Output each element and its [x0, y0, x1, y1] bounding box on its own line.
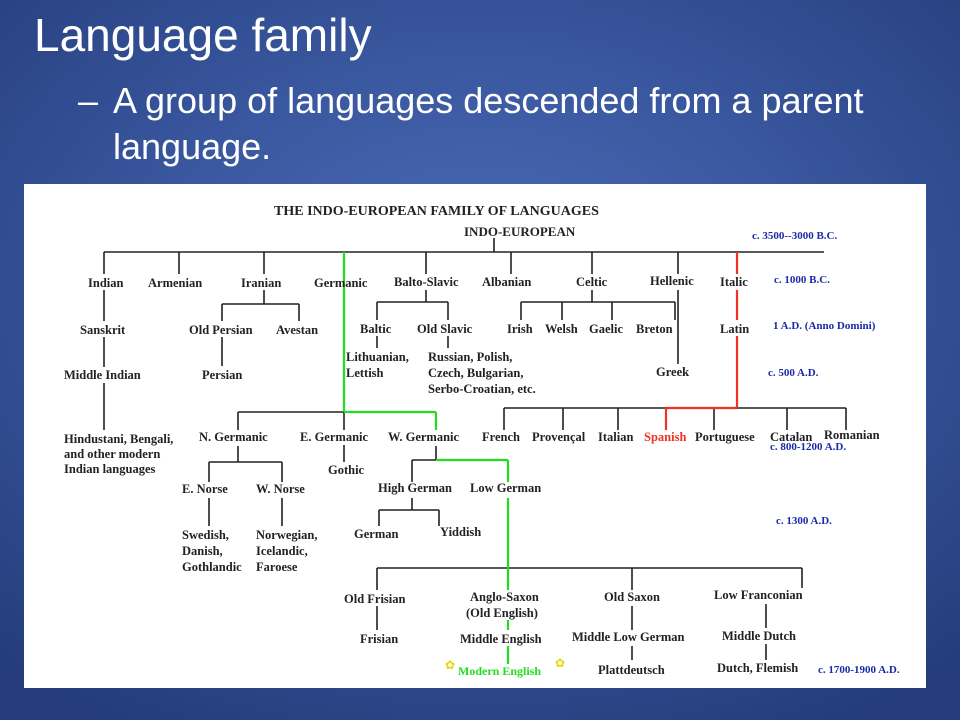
- era-label: c. 3500--3000 B.C.: [752, 230, 838, 242]
- star-icon: ✿: [445, 658, 456, 672]
- node-e-germanic: E. Germanic: [300, 430, 369, 444]
- bullet-point: – A group of languages descended from a …: [78, 78, 878, 170]
- branch-armenian: Armenian: [148, 276, 203, 290]
- diagram-title: THE INDO-EUROPEAN FAMILY OF LANGUAGES: [274, 204, 599, 219]
- node-w-germanic: W. Germanic: [388, 430, 460, 444]
- node-middle-english: Middle English: [460, 632, 542, 646]
- branch-balto-slavic: Balto-Slavic: [394, 275, 459, 289]
- era-label: c. 1300 A.D.: [776, 515, 832, 527]
- node-italian: Italian: [598, 430, 634, 444]
- node-norwegian: Norwegian,: [256, 528, 318, 542]
- node-yiddish: Yiddish: [440, 525, 482, 539]
- node-lithuanian: Lithuanian,: [346, 350, 409, 364]
- tree-lines: [103, 238, 847, 664]
- node-catalan: Catalan: [770, 430, 813, 444]
- node-breton: Breton: [636, 322, 673, 336]
- node-slavic-modern: Czech, Bulgarian,: [428, 366, 524, 380]
- branch-celtic: Celtic: [576, 275, 608, 289]
- node-romanian: Romanian: [824, 428, 880, 442]
- node-provencal: Provençal: [532, 430, 586, 444]
- bullet-dash: –: [78, 80, 99, 121]
- node-persian: Persian: [202, 368, 243, 382]
- branch-hellenic: Hellenic: [650, 274, 694, 288]
- node-greek: Greek: [656, 365, 690, 379]
- node-high-german: High German: [378, 481, 452, 495]
- node-frisian: Frisian: [360, 632, 399, 646]
- node-baltic: Baltic: [360, 322, 392, 336]
- node-spanish: Spanish: [644, 430, 687, 444]
- node-german: German: [354, 527, 399, 541]
- root-label: INDO-EUROPEAN: [464, 224, 576, 239]
- branch-italic: Italic: [720, 275, 748, 289]
- node-old-frisian: Old Frisian: [344, 592, 406, 606]
- node-plattdeutsch: Plattdeutsch: [598, 663, 665, 677]
- era-label: 1 A.D. (Anno Domini): [773, 320, 876, 332]
- slide-title: Language family: [34, 9, 372, 61]
- node-hindustani: Indian languages: [64, 462, 156, 476]
- branch-germanic: Germanic: [314, 276, 368, 290]
- node-lettish: Lettish: [346, 366, 384, 380]
- node-slavic-modern: Serbo-Croatian, etc.: [428, 382, 536, 396]
- language-tree-figure: THE INDO-EUROPEAN FAMILY OF LANGUAGES IN…: [24, 184, 926, 688]
- node-gothic: Gothic: [328, 463, 365, 477]
- era-label: c. 800-1200 A.D.: [770, 441, 847, 453]
- node-french: French: [482, 430, 520, 444]
- branch-iranian: Iranian: [241, 276, 282, 290]
- node-old-slavic: Old Slavic: [417, 322, 473, 336]
- node-n-germanic: N. Germanic: [199, 430, 268, 444]
- node-irish: Irish: [507, 322, 533, 336]
- node-slavic-modern: Russian, Polish,: [428, 350, 513, 364]
- node-welsh: Welsh: [545, 322, 578, 336]
- node-portuguese: Portuguese: [695, 430, 755, 444]
- node-swedish: Swedish,: [182, 528, 229, 542]
- node-danish: Danish,: [182, 544, 223, 558]
- node-latin: Latin: [720, 322, 750, 336]
- node-old-english: (Old English): [466, 606, 538, 620]
- star-icon: ✿: [555, 656, 566, 670]
- node-anglo-saxon: Anglo-Saxon: [470, 590, 539, 604]
- node-e-norse: E. Norse: [182, 482, 228, 496]
- node-w-norse: W. Norse: [256, 482, 305, 496]
- node-faroese: Faroese: [256, 560, 298, 574]
- node-modern-english: Modern English: [458, 664, 542, 678]
- node-old-saxon: Old Saxon: [604, 590, 660, 604]
- era-label: c. 500 A.D.: [768, 367, 819, 379]
- node-dutch-flemish: Dutch, Flemish: [717, 661, 799, 675]
- node-hindustani: and other modern: [64, 447, 161, 461]
- node-old-persian: Old Persian: [189, 323, 253, 337]
- node-low-german: Low German: [470, 481, 542, 495]
- era-label: c. 1700-1900 A.D.: [818, 664, 900, 676]
- node-gaelic: Gaelic: [589, 322, 624, 336]
- node-gothlandic: Gothlandic: [182, 560, 242, 574]
- bullet-text: A group of languages descended from a pa…: [113, 80, 864, 167]
- era-label: c. 1000 B.C.: [774, 274, 830, 286]
- node-sanskrit: Sanskrit: [80, 323, 126, 337]
- node-middle-indian: Middle Indian: [64, 368, 141, 382]
- node-hindustani: Hindustani, Bengali,: [64, 432, 174, 446]
- node-middle-low-german: Middle Low German: [572, 630, 685, 644]
- node-low-franconian: Low Franconian: [714, 588, 803, 602]
- node-avestan: Avestan: [276, 323, 319, 337]
- node-icelandic: Icelandic,: [256, 544, 308, 558]
- branch-indian: Indian: [88, 276, 124, 290]
- branch-albanian: Albanian: [482, 275, 532, 289]
- node-middle-dutch: Middle Dutch: [722, 629, 796, 643]
